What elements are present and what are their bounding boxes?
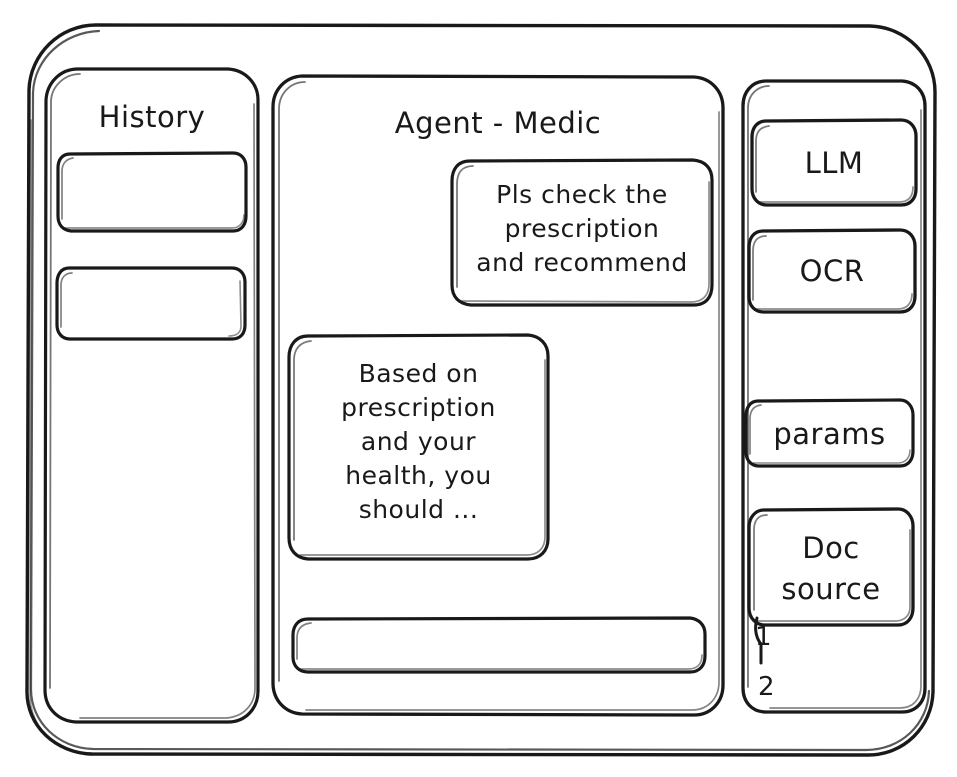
composer-input[interactable] (293, 618, 705, 672)
tool-ocr-label: OCR (799, 254, 865, 288)
tool-llm[interactable]: LLM (752, 120, 916, 205)
tool-ocr[interactable]: OCR (749, 230, 915, 312)
tool-doc-source-label: Doc source (781, 531, 881, 607)
tool-params-label: params (773, 417, 886, 451)
doc-source-list-item-1[interactable]: 1 (755, 622, 773, 652)
main-panel-title: Agent - Medic (394, 106, 602, 140)
doc-source-list-item-2[interactable]: 2 (758, 672, 776, 702)
tool-llm-label: LLM (804, 146, 864, 180)
tool-doc-source[interactable]: Doc source (749, 509, 913, 625)
assistant-message-text: Based on prescription and your health, y… (341, 359, 496, 524)
tool-params[interactable]: params (746, 400, 913, 466)
history-panel-title: History (98, 100, 206, 134)
history-item-1[interactable] (58, 153, 246, 231)
user-message-bubble: Pls check the prescription and recommend (452, 160, 712, 305)
user-message-text: Pls check the prescription and recommend (476, 180, 688, 277)
history-item-2[interactable] (57, 268, 245, 339)
assistant-message-bubble: Based on prescription and your health, y… (289, 335, 548, 559)
